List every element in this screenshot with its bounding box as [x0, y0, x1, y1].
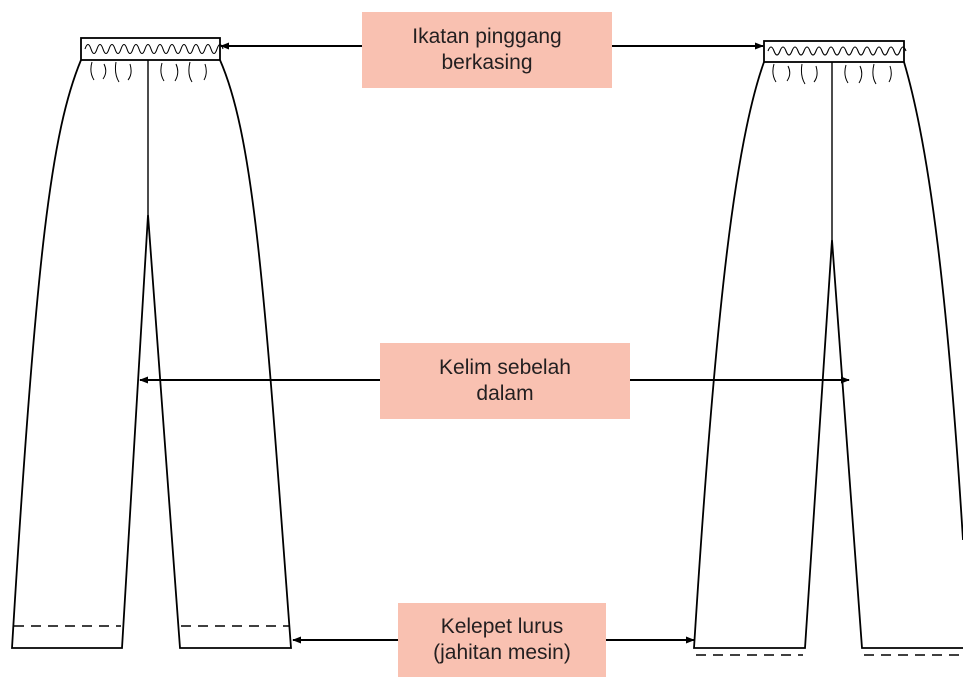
gathers-below-back: [772, 63, 892, 85]
hem-label: Kelepet lurus (jahitan mesin): [398, 603, 606, 677]
gathers-below-front: [90, 61, 207, 83]
waistband-label-bg: [362, 12, 612, 88]
pants-outline-back: [693, 61, 963, 649]
inseam-label: Kelim sebelah dalam: [380, 343, 630, 419]
inseam-label-line1: Kelim sebelah: [439, 356, 571, 379]
inseam-label-line2: dalam: [476, 382, 534, 405]
waistband-label-line2: berkasing: [441, 51, 533, 74]
hem-label-bg: [398, 603, 606, 677]
inseam-label-bg: [380, 343, 630, 419]
pants-back: [693, 40, 963, 656]
waistband-gathers-front: [84, 43, 224, 55]
waistband-label-line1: Ikatan pinggang: [412, 25, 562, 48]
hem-label-line1: Kelepet lurus: [440, 615, 564, 638]
pants-outline-front: [11, 59, 292, 649]
pants-front: [11, 37, 292, 649]
waistband-label: Ikatan pinggang berkasing: [362, 12, 612, 88]
waistband-gathers-back: [767, 46, 907, 56]
hem-label-line2: (jahitan mesin): [433, 641, 571, 664]
